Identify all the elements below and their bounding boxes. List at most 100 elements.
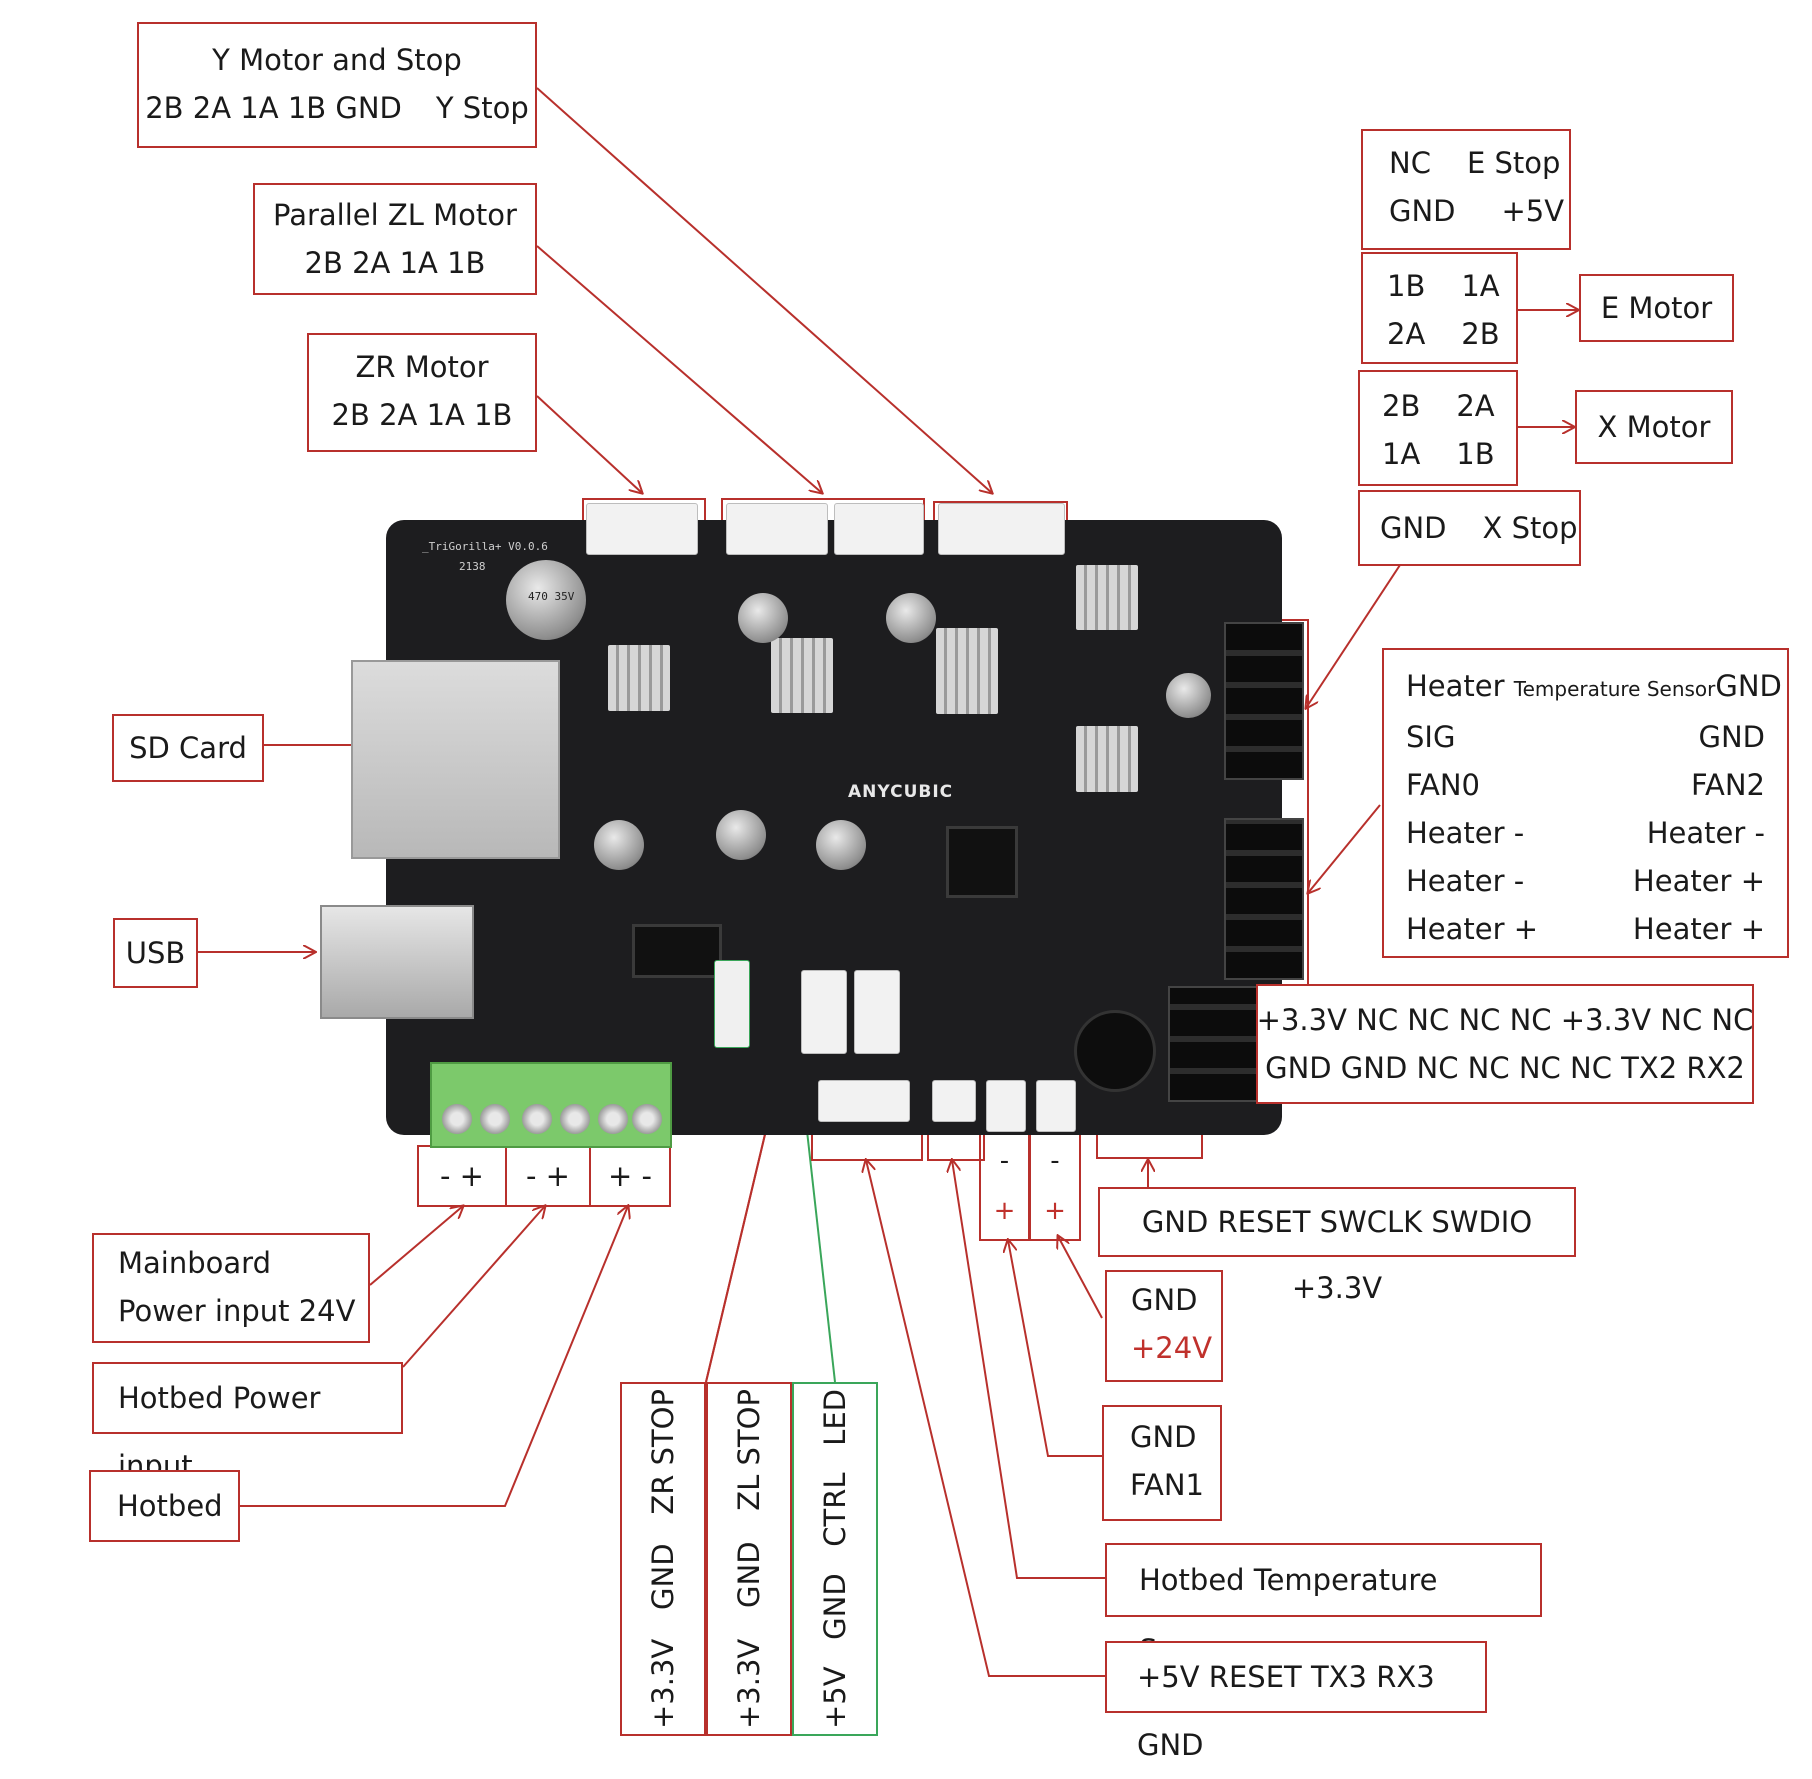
led-ctrl: CTRL (814, 1472, 856, 1546)
fan1-fan1: FAN1 (1130, 1461, 1220, 1509)
fan1-label: GND FAN1 (1102, 1405, 1222, 1521)
estop-label: NCE Stop GND+5V (1361, 129, 1571, 250)
heater-r3-right: FAN2 (1691, 761, 1765, 809)
zr-stop-gnd: GND (642, 1543, 684, 1610)
led-gnd: GND (814, 1573, 856, 1640)
estop-5v: +5V (1502, 187, 1565, 235)
zr-motor-connector (586, 503, 698, 555)
gnd24-plus: + (1030, 1196, 1080, 1226)
emotor-2a: 2A (1387, 310, 1425, 358)
mainboard-power-l1: Mainboard (118, 1239, 368, 1287)
screw-3 (522, 1104, 552, 1134)
y-motor-title: Y Motor and Stop (139, 36, 535, 84)
usb-port (320, 905, 474, 1019)
emotor-pins-label: 1B1A 2A2B (1361, 252, 1518, 364)
swd-label: GND RESET SWCLK SWDIO +3.3V (1098, 1187, 1576, 1257)
expansion-row-1: +3.3V NC NC NC NC +3.3V NC NC (1258, 996, 1752, 1044)
capacitor-2 (738, 593, 788, 643)
estop-nc: NC (1389, 139, 1431, 187)
heater-title-mid: Temperature Sensor (1514, 677, 1716, 701)
heater-r5-right: Heater + (1633, 857, 1765, 905)
gnd24-gnd: GND (1131, 1276, 1221, 1324)
emotor-1b: 1B (1387, 262, 1425, 310)
y-motor-leader (537, 88, 992, 493)
buzzer (1074, 1010, 1156, 1092)
gnd24-label: GND +24V (1105, 1270, 1223, 1382)
zl-motor-title: Parallel ZL Motor (255, 191, 535, 239)
mainboard-power-label: Mainboard Power input 24V (92, 1233, 370, 1343)
capacitor-3 (886, 593, 936, 643)
y-stop-text: Y Stop (436, 84, 529, 132)
board-model-text: _TriGorilla+ V0.0.6 (422, 540, 548, 553)
board-date-code: 2138 (459, 560, 486, 573)
fan1-minus: - (980, 1146, 1029, 1176)
heater-r6-left: Heater + (1406, 905, 1538, 953)
gnd24-minus: - (1030, 1146, 1080, 1176)
zl-stop-leader (706, 1126, 767, 1382)
uart3-connector (818, 1080, 910, 1122)
mainboard-power-leader (370, 1206, 463, 1285)
heater-r3-left: FAN0 (1406, 761, 1480, 809)
capacitor-5 (594, 820, 644, 870)
zl-stop-3v3: +3.3V (728, 1639, 770, 1729)
hotbed-temp-connector (932, 1080, 976, 1122)
xmotor-2b: 2B (1382, 382, 1420, 430)
fan1-gnd: GND (1130, 1413, 1220, 1461)
gnd24-leader (1058, 1236, 1102, 1318)
sd-card-slot (351, 660, 560, 859)
zr-motor-title: ZR Motor (309, 343, 535, 391)
term2-polarity: - + (506, 1146, 590, 1206)
heatsink-3 (936, 628, 998, 714)
led-label: +5V GND CTRL LED (792, 1382, 878, 1736)
expansion-header (1168, 986, 1258, 1102)
xmotor-2a: 2A (1456, 382, 1494, 430)
emotor-1a: 1A (1461, 262, 1499, 310)
heater-label: Heater Temperature SensorGND SIGGND FAN0… (1382, 648, 1789, 958)
main-cap-text: 470 35V (528, 590, 574, 603)
heatsink-1 (608, 645, 670, 711)
xmotor-1a: 1A (1382, 430, 1420, 478)
term3-polarity: + - (590, 1146, 670, 1206)
zr-stop-3v3: +3.3V (642, 1639, 684, 1729)
main-capacitor: 470 35V (506, 560, 586, 640)
hotbed-label: Hotbed (89, 1470, 240, 1542)
uart3-label: +5V RESET TX3 RX3 GND (1105, 1641, 1487, 1713)
led-led: LED (814, 1389, 856, 1446)
led-5v: +5V (814, 1666, 856, 1729)
capacitor-6 (716, 810, 766, 860)
screw-1 (442, 1104, 472, 1134)
screw-2 (480, 1104, 510, 1134)
heater-header-bottom (1224, 818, 1304, 980)
hotbed-power-leader (403, 1206, 545, 1367)
zl-motor-connector-b (834, 503, 924, 555)
hotbed-power-label: Hotbed Power input (92, 1362, 403, 1434)
capacitor-7 (816, 820, 866, 870)
sd-card-label: SD Card (112, 714, 264, 782)
xmotor-pins-label: 2B2A 1A1B (1358, 370, 1518, 486)
zr-stop-connector (801, 970, 847, 1054)
fan1-plus: + (980, 1196, 1029, 1226)
heatsink-5 (1076, 726, 1138, 792)
fan1-leader (1008, 1240, 1102, 1456)
zr-motor-label: ZR Motor 2B 2A 1A 1B (307, 333, 537, 452)
mcu-chip (946, 826, 1018, 898)
zl-motor-pins: 2B 2A 1A 1B (255, 239, 535, 287)
xstop-gnd: GND (1380, 504, 1447, 552)
gnd24-connector (1036, 1080, 1076, 1132)
y-motor-label: Y Motor and Stop 2B 2A 1A 1B GNDY Stop (137, 22, 537, 148)
heater-leader (1308, 805, 1380, 893)
fan1-connector (986, 1080, 1026, 1132)
capacitor-4 (1166, 673, 1211, 718)
heater-r2-left: SIG (1406, 713, 1455, 761)
zl-motor-leader (537, 246, 822, 493)
screw-6 (632, 1104, 662, 1134)
heater-r6-right: Heater + (1633, 905, 1765, 953)
usb-label: USB (113, 918, 198, 988)
uart3-leader (866, 1160, 1105, 1676)
estop-estop: E Stop (1467, 139, 1560, 187)
heater-r2-right: GND (1699, 713, 1766, 761)
zr-stop-text: ZR STOP (642, 1389, 684, 1515)
heatsink-4 (1076, 565, 1138, 630)
zr-stop-label: +3.3V GND ZR STOP (620, 1382, 706, 1736)
heater-title-left: Heater (1406, 669, 1505, 703)
